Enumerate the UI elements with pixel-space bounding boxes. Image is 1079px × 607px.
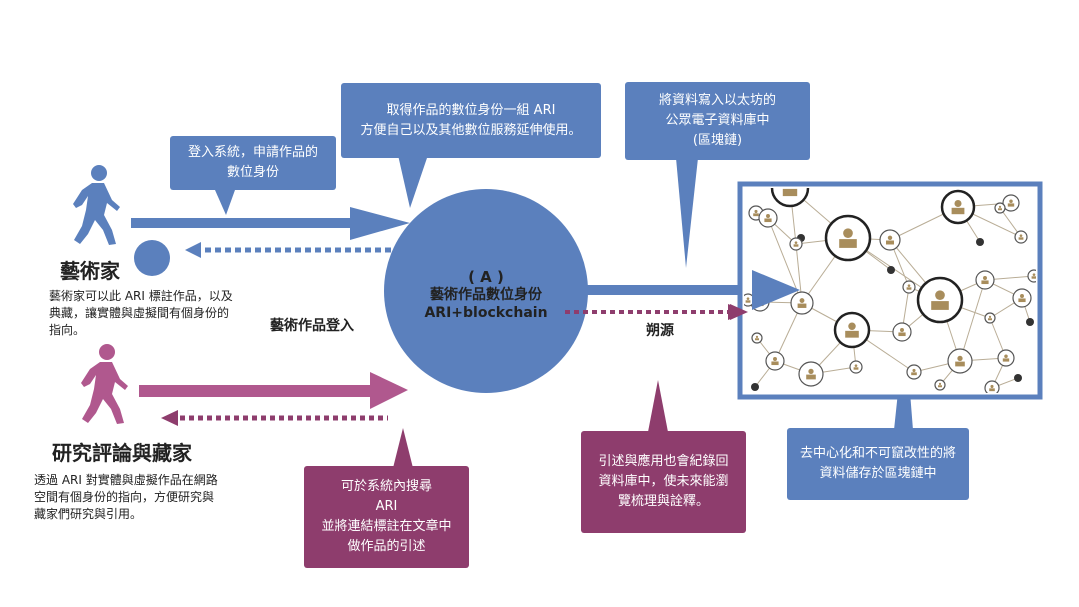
- artwork-login-label: 藝術作品登入: [270, 318, 354, 334]
- artist-login-arrow: [131, 207, 410, 240]
- network-dot: [887, 266, 895, 274]
- researcher-walking-person-icon: [81, 344, 128, 424]
- network-edge: [959, 279, 986, 362]
- network-person-node: [789, 237, 803, 251]
- network-person-node: [824, 214, 872, 262]
- network-person-node: [798, 361, 824, 387]
- network-person-node: [975, 270, 995, 290]
- center-line-title: 藝術作品數位身份: [430, 287, 542, 303]
- network-person-node: [758, 208, 778, 228]
- provenance-label: 朔源: [646, 323, 674, 339]
- network-person-node: [984, 312, 996, 324]
- center-circle: [384, 189, 588, 393]
- network-person-node: [892, 322, 912, 342]
- callout-search-line: ARI: [375, 499, 398, 514]
- callout-record-line: 資料庫中，使未來能瀏: [598, 474, 729, 489]
- network-person-node: [770, 188, 810, 208]
- artist-desc-line: 指向。: [49, 323, 86, 337]
- researcher-title: 研究評論與藏家: [52, 441, 192, 465]
- researcher-return-dotted-arrow: [161, 410, 388, 426]
- network-dot: [976, 238, 984, 246]
- artist-desc-line: 典藏，讓實體與虛擬間有個身份的: [49, 306, 230, 320]
- network-dot: [1026, 318, 1034, 326]
- blockchain-arrow-head: [752, 270, 800, 310]
- network-person-node: [906, 364, 922, 380]
- network-person-node: [902, 280, 916, 294]
- callout-write-line: 將資料寫入以太坊的: [658, 93, 776, 108]
- callout-record-back: 引述與應用也會紀錄回 資料庫中，使未來能瀏 覽梳理與詮釋。: [581, 431, 746, 533]
- network-person-node: [849, 360, 863, 374]
- researcher-desc-line: 藏家們研究與引用。: [34, 507, 143, 521]
- callout-login-line: 數位身份: [226, 165, 279, 180]
- network-person-node: [790, 291, 814, 315]
- callout-login-line: 登入系統，申請作品的: [187, 145, 318, 160]
- artist-dot: [134, 240, 170, 276]
- callout-write-line: 公眾電子資料庫中: [665, 113, 770, 128]
- network-person-node: [751, 332, 763, 344]
- researcher-desc-line: 透過 ARI 對實體與虛擬作品在網路: [34, 473, 218, 487]
- researcher-description: 透過 ARI 對實體與虛擬作品在網路 空間有個身份的指向，方便研究與 藏家們研究…: [34, 472, 234, 523]
- people-network-icon: [744, 188, 1036, 393]
- network-person-node: [994, 202, 1006, 214]
- callout-pointer-obtain: [398, 155, 428, 208]
- center-line-ari: ARI+blockchain: [424, 305, 548, 321]
- callout-pointer-write: [676, 158, 698, 268]
- center-line-a: ( A ): [468, 268, 504, 286]
- network-person-node: [1014, 230, 1028, 244]
- artist-walking-person-icon: [73, 165, 120, 245]
- network-person-node: [916, 276, 964, 324]
- artist-return-dotted-arrow: [185, 242, 410, 258]
- network-person-node: [879, 229, 901, 251]
- callout-login: 登入系統，申請作品的 數位身份: [170, 136, 336, 190]
- callout-obtain-line: 取得作品的數位身份一組 ARI: [386, 102, 556, 118]
- artist-description: 藝術家可以此 ARI 標註作品，以及 典藏，讓實體與虛擬間有個身份的 指向。: [49, 288, 249, 339]
- callout-decentralize-line: 資料儲存於區塊鏈中: [819, 466, 937, 481]
- network-person-node: [1012, 288, 1032, 308]
- callout-record-line: 覽梳理與詮釋。: [617, 494, 709, 509]
- provenance-arrow-head: [730, 304, 748, 320]
- artist-desc-line: 藝術家可以此 ARI 標註作品，以及: [49, 289, 233, 303]
- artist-title: 藝術家: [60, 259, 120, 283]
- callout-decentralize: 去中心化和不可竄改性的將 資料儲存於區塊鏈中: [787, 428, 969, 500]
- callout-search-ari: 可於系統內搜尋 ARI 並將連結標註在文章中 做作品的引述: [304, 466, 469, 568]
- center-identity-label: ( A ) 藝術作品數位身份 ARI+blockchain: [394, 268, 578, 322]
- callout-record-line: 引述與應用也會紀錄回: [598, 454, 729, 469]
- network-person-node: [984, 380, 1000, 393]
- callout-search-line: 並將連結標註在文章中: [321, 519, 452, 534]
- network-person-node: [934, 379, 946, 391]
- researcher-desc-line: 空間有個身份的指向，方便研究與: [34, 490, 215, 504]
- researcher-arrow: [139, 372, 408, 409]
- callout-search-line: 可於系統內搜尋: [340, 479, 432, 494]
- network-person-node: [833, 311, 871, 349]
- network-person-node: [1027, 269, 1036, 283]
- callout-obtain-line: 方便自己以及其他數位服務延伸使用。: [360, 122, 582, 138]
- callout-pointer-record: [648, 380, 668, 432]
- network-person-node: [1002, 194, 1020, 212]
- callout-pointer-login: [215, 190, 235, 215]
- callout-pointer-decentralize: [894, 392, 913, 430]
- callout-pointer-search: [393, 428, 413, 468]
- provenance-dotted-arrow: [565, 304, 748, 320]
- network-person-node: [765, 351, 785, 371]
- network-dot: [751, 383, 759, 391]
- network-person-node: [947, 348, 973, 374]
- callout-write-line: (區塊鏈): [692, 133, 743, 148]
- callout-search-line: 做作品的引述: [347, 539, 426, 554]
- callout-write-ethereum: 將資料寫入以太坊的 公眾電子資料庫中 (區塊鏈): [625, 82, 810, 160]
- network-person-node: [940, 189, 976, 225]
- network-person-node: [997, 349, 1015, 367]
- network-dot: [1014, 374, 1022, 382]
- callout-obtain-ari: 取得作品的數位身份一組 ARI 方便自己以及其他數位服務延伸使用。: [341, 83, 601, 158]
- callout-decentralize-line: 去中心化和不可竄改性的將: [799, 446, 956, 461]
